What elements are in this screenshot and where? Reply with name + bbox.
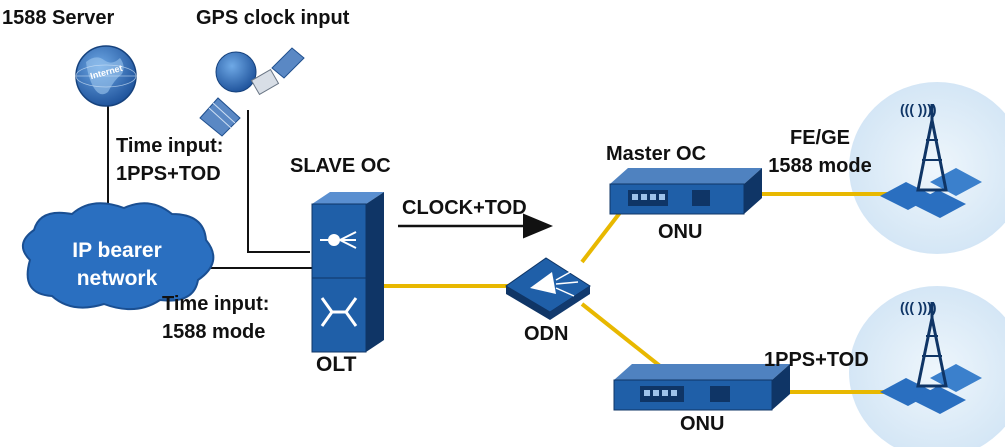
onu-device-icon [609,168,762,215]
label-time-input-1588-line1: Time input: [162,293,270,315]
label-master-oc: Master OC [606,143,707,165]
olt-chassis-icon [311,192,384,353]
label-clock-tod: CLOCK+TOD [402,197,527,219]
globe-icon [75,45,137,107]
cloud-icon [22,202,215,311]
tower-icon [880,104,982,218]
label-time-input-1pps-line2: 1PPS+TOD [116,163,221,185]
label-gps-clock-input: GPS clock input [196,7,350,29]
label-onu-bottom: ONU [680,413,725,435]
satellite-icon [199,47,305,137]
splitter-icon [505,257,591,320]
fiber-odn-onu-bottom [580,302,662,368]
label-time-input-1588-line2: 1588 mode [162,321,266,343]
label-odn: ODN [524,323,569,345]
radio-signal-icon: ((( )))) [900,101,937,117]
label-time-input-1pps-line1: Time input: [116,135,224,157]
radio-signal-icon: ((( )))) [900,299,937,315]
label-onu-top: ONU [658,221,703,243]
onu-device-icon [613,364,790,411]
label-1pps-tod-bottom: 1PPS+TOD [764,349,869,371]
label-slave-oc: SLAVE OC [290,155,391,177]
gps-to-olt-line [247,110,310,253]
cell-site-bubble-top [849,82,1005,254]
label-ip-bearer-line2: network [76,267,158,290]
label-1588-server: 1588 Server [2,7,115,29]
fiber-odn-onu-top [580,208,624,264]
label-fe-ge-line2: 1588 mode [768,155,872,177]
label-fe-ge-line1: FE/GE [789,127,850,149]
tower-icon [880,302,982,414]
label-ip-bearer-line1: IP bearer [72,239,162,262]
label-olt: OLT [316,353,357,376]
cell-site-bubble-bottom [849,286,1005,447]
